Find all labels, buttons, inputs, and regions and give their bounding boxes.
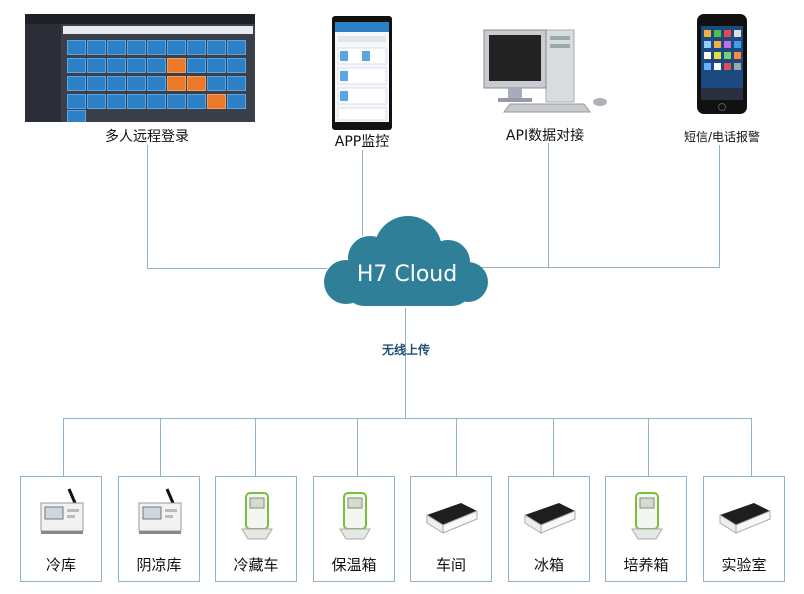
location-refrigerator: 冰箱 bbox=[508, 476, 590, 582]
location-insulated-box: 保温箱 bbox=[313, 476, 395, 582]
stand-device-icon bbox=[241, 492, 273, 540]
connector-bus bbox=[63, 418, 752, 419]
drop-7 bbox=[648, 418, 649, 476]
wireless-upload-label: 无线上传 bbox=[381, 343, 430, 357]
connector-app bbox=[362, 150, 363, 236]
connector-api bbox=[548, 143, 549, 268]
stand-device-icon bbox=[339, 492, 371, 540]
location-cool-storage: 阴凉库 bbox=[118, 476, 200, 582]
connector-down bbox=[405, 308, 406, 418]
logger-device-icon bbox=[138, 488, 182, 534]
location-label: 车间 bbox=[435, 556, 466, 574]
drop-6 bbox=[553, 418, 554, 476]
drop-2 bbox=[160, 418, 161, 476]
flat-device-icon bbox=[719, 503, 771, 534]
flat-device-icon bbox=[426, 503, 478, 534]
web-dashboard-image bbox=[25, 14, 255, 122]
sms-phone-icon bbox=[697, 14, 747, 114]
location-label: 培养箱 bbox=[623, 556, 669, 574]
sms-label: 短信/电话报警 bbox=[683, 130, 761, 144]
stand-device-icon bbox=[631, 492, 663, 540]
location-label: 冷藏车 bbox=[233, 556, 279, 574]
app-label: APP监控 bbox=[334, 134, 390, 150]
flat-device-icon bbox=[524, 503, 576, 534]
web-label: 多人远程登录 bbox=[105, 129, 189, 145]
drop-1 bbox=[63, 418, 64, 476]
connector-right-h bbox=[480, 267, 720, 268]
api-computer-icon bbox=[483, 29, 607, 113]
location-label: 阴凉库 bbox=[136, 556, 182, 574]
location-incubator: 培养箱 bbox=[605, 476, 687, 582]
location-label: 实验室 bbox=[721, 556, 767, 574]
location-label: 保温箱 bbox=[331, 556, 377, 574]
location-laboratory: 实验室 bbox=[703, 476, 785, 582]
connector-web bbox=[147, 145, 148, 269]
cloud-icon bbox=[324, 216, 488, 306]
drop-5 bbox=[456, 418, 457, 476]
logger-device-icon bbox=[40, 488, 84, 534]
drop-3 bbox=[255, 418, 256, 476]
location-workshop: 车间 bbox=[410, 476, 492, 582]
connector-sms bbox=[719, 145, 720, 268]
drop-8 bbox=[751, 418, 752, 476]
app-phone-icon bbox=[332, 16, 392, 130]
location-label: 冷库 bbox=[45, 556, 76, 574]
api-label: API数据对接 bbox=[505, 128, 585, 144]
location-refrigerated-truck: 冷藏车 bbox=[215, 476, 297, 582]
location-label: 冰箱 bbox=[533, 556, 564, 574]
drop-4 bbox=[357, 418, 358, 476]
connector-left-h bbox=[147, 268, 327, 269]
cloud-label: H7 Cloud bbox=[356, 262, 458, 287]
location-cold-storage: 冷库 bbox=[20, 476, 102, 582]
